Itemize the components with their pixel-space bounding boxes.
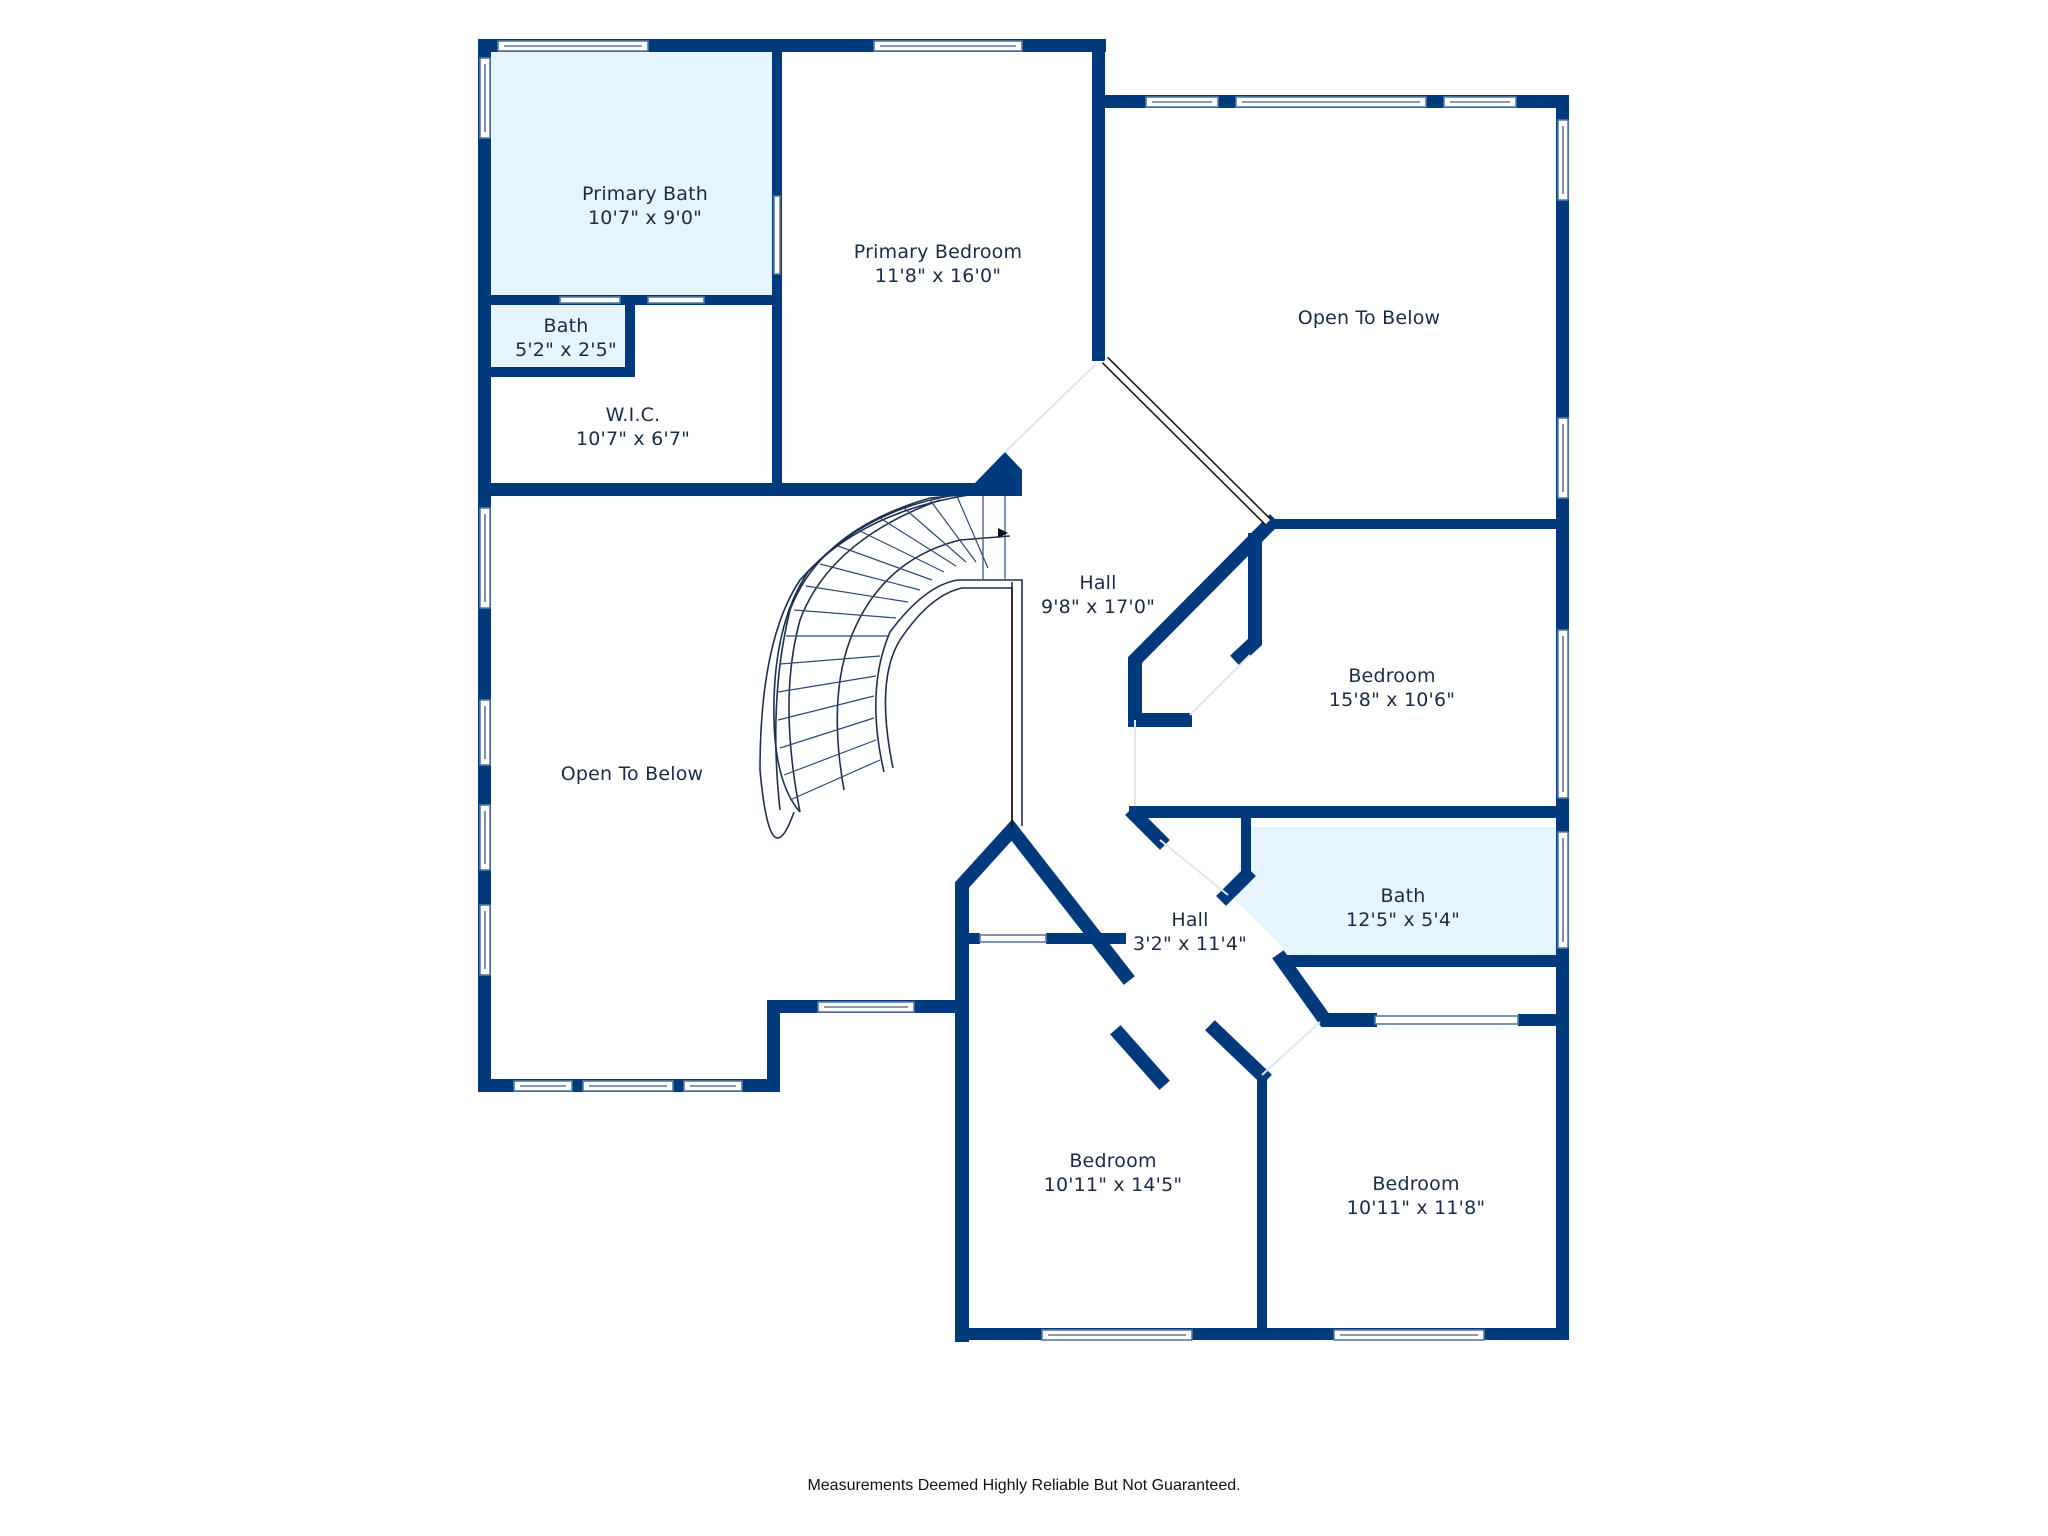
room-bath-small: Bath 5'2" x 2'5" xyxy=(515,314,617,362)
room-dimensions: 5'2" x 2'5" xyxy=(515,339,617,361)
room-hall-narrow: Hall 3'2" x 11'4" xyxy=(1133,908,1247,956)
room-bedroom-east: Bedroom 15'8" x 10'6" xyxy=(1329,664,1455,712)
room-name: W.I.C. xyxy=(605,404,661,426)
room-wic: W.I.C. 10'7" x 6'7" xyxy=(576,403,690,451)
room-bath-hall: Bath 12'5" x 5'4" xyxy=(1346,884,1460,932)
room-dimensions: 12'5" x 5'4" xyxy=(1345,909,1461,931)
room-dimensions: 10'7" x 9'0" xyxy=(587,207,703,229)
room-dimensions: 9'8" x 17'0" xyxy=(1040,596,1156,618)
room-name: Hall xyxy=(1171,909,1209,931)
windows xyxy=(479,40,1569,1341)
room-dimensions: 11'8" x 16'0" xyxy=(874,265,1002,287)
disclaimer-text: Measurements Deemed Highly Reliable But … xyxy=(807,1477,1241,1494)
room-dimensions: 10'11" x 11'8" xyxy=(1346,1197,1486,1219)
room-name: Bath xyxy=(543,315,589,337)
room-dimensions: 10'11" x 14'5" xyxy=(1043,1174,1183,1196)
room-bedroom-southwest: Bedroom 10'11" x 14'5" xyxy=(1044,1149,1183,1197)
spiral-staircase xyxy=(759,489,1023,839)
room-name: Primary Bedroom xyxy=(853,241,1023,263)
room-hall-main: Hall 9'8" x 17'0" xyxy=(1041,571,1155,619)
door-openings xyxy=(1004,364,1321,1076)
room-name: Bath xyxy=(1380,885,1426,907)
room-open-to-below-right: Open To Below xyxy=(1298,306,1441,330)
room-name: Primary Bath xyxy=(581,183,709,205)
room-dimensions: 3'2" x 11'4" xyxy=(1132,933,1248,955)
room-name: Bedroom xyxy=(1372,1173,1460,1195)
room-dimensions: 15'8" x 10'6" xyxy=(1328,689,1456,711)
room-name: Hall xyxy=(1079,572,1117,594)
room-name: Bedroom xyxy=(1069,1150,1157,1172)
room-open-to-below-left: Open To Below xyxy=(561,762,704,786)
room-bedroom-southeast: Bedroom 10'11" x 11'8" xyxy=(1347,1172,1486,1220)
room-dimensions: 10'7" x 6'7" xyxy=(575,428,691,450)
bath-fills xyxy=(491,52,1556,955)
room-name: Open To Below xyxy=(1297,307,1441,329)
room-primary-bath: Primary Bath 10'7" x 9'0" xyxy=(582,182,708,230)
room-name: Bedroom xyxy=(1348,665,1436,687)
room-primary-bedroom: Primary Bedroom 11'8" x 16'0" xyxy=(854,240,1022,288)
room-name: Open To Below xyxy=(560,763,704,785)
